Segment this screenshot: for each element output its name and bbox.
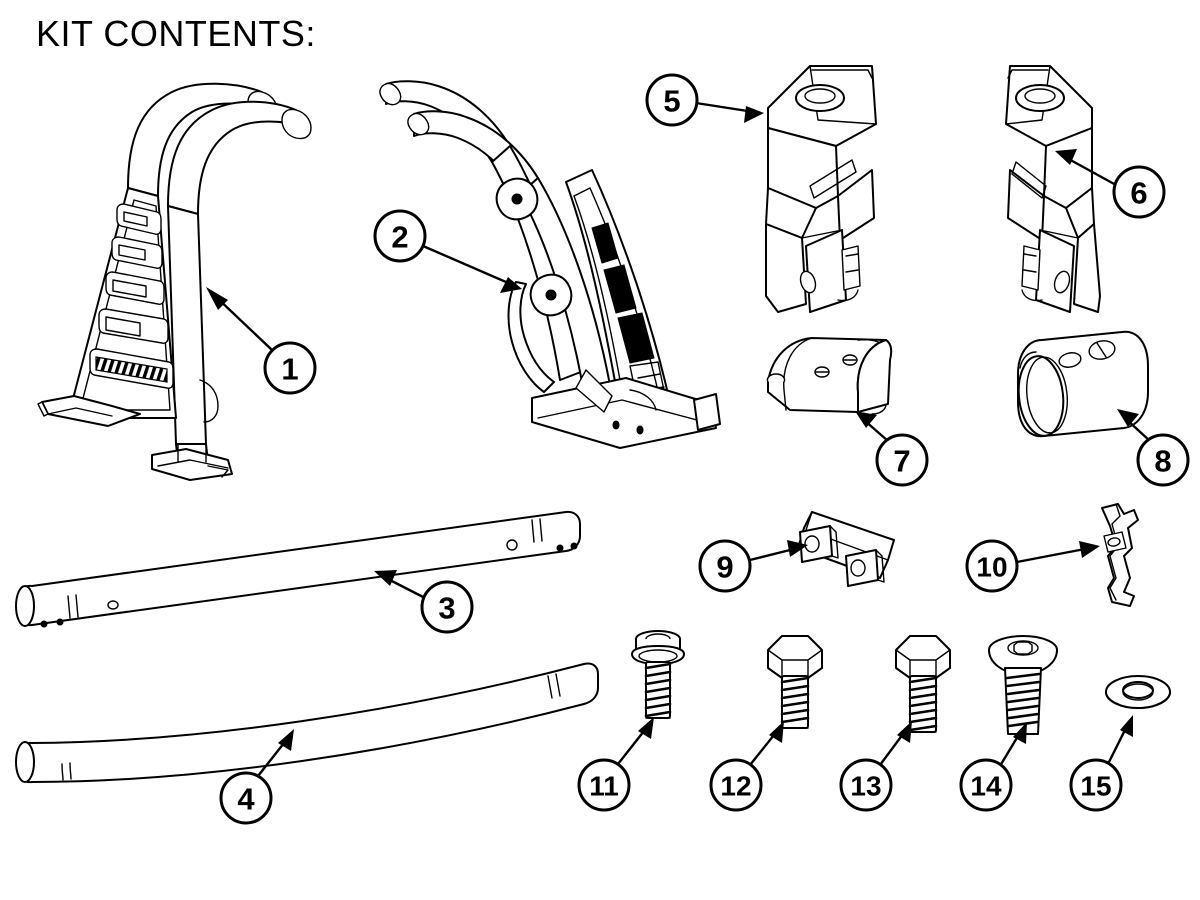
callout-circle-1[interactable] xyxy=(263,341,317,395)
page-title: KIT CONTENTS: xyxy=(36,13,316,54)
arrow-head-9 xyxy=(787,540,808,557)
callout-circle-7[interactable] xyxy=(875,433,929,487)
callout-circle-10[interactable] xyxy=(965,539,1019,593)
callout-circle-15[interactable] xyxy=(1069,758,1123,812)
arrow-head-1 xyxy=(206,287,228,310)
callout-7[interactable]: 7 xyxy=(875,433,929,487)
part-3-artwork xyxy=(15,510,581,628)
callout-10[interactable]: 10 xyxy=(965,539,1019,593)
callout-circle-3[interactable] xyxy=(420,580,474,634)
part-9-artwork xyxy=(797,511,895,587)
part-10-artwork xyxy=(1101,503,1139,607)
leader-line-2 xyxy=(421,244,515,287)
arrow-head-14 xyxy=(1013,722,1027,744)
arrow-head-11 xyxy=(638,717,654,739)
callout-label-8: 8 xyxy=(1154,444,1171,479)
part-11-artwork xyxy=(631,630,685,719)
callout-15[interactable]: 15 xyxy=(1069,758,1123,812)
callout-9[interactable]: 9 xyxy=(698,539,752,593)
callout-6[interactable]: 6 xyxy=(1112,165,1166,219)
thread-lines-14 xyxy=(1005,672,1041,728)
arrow-head-2 xyxy=(500,277,522,293)
arrow-head-15 xyxy=(1120,715,1133,737)
arrow-head-3 xyxy=(374,570,397,586)
part-8-artwork xyxy=(1017,330,1149,438)
part-2-artwork xyxy=(379,80,721,449)
part-5-artwork xyxy=(765,65,877,313)
part-12-artwork xyxy=(767,635,823,729)
callout-circle-12[interactable] xyxy=(709,758,763,812)
part-13-artwork xyxy=(895,635,951,733)
leader-line-5 xyxy=(694,101,756,114)
callout-label-14: 14 xyxy=(970,771,1002,802)
callout-label-13: 13 xyxy=(850,771,881,802)
callout-circle-14[interactable] xyxy=(959,758,1013,812)
callout-circle-11[interactable] xyxy=(577,758,631,812)
arrow-head-13 xyxy=(897,721,912,743)
callout-8[interactable]: 8 xyxy=(1136,433,1190,487)
thread-lines-12 xyxy=(780,676,810,724)
callout-11[interactable]: 11 xyxy=(577,758,631,812)
callout-label-6: 6 xyxy=(1130,176,1147,211)
arrow-head-5 xyxy=(744,106,764,123)
arrow-head-4 xyxy=(278,729,294,751)
leader-line-6 xyxy=(1063,155,1118,187)
callout-label-2: 2 xyxy=(391,220,408,255)
callout-circle-8[interactable] xyxy=(1136,433,1190,487)
part-15-artwork xyxy=(1105,675,1171,709)
callout-13[interactable]: 13 xyxy=(839,758,893,812)
leader-line-10 xyxy=(1015,546,1092,564)
arrow-head-12 xyxy=(769,721,784,743)
callout-label-4: 4 xyxy=(237,782,255,817)
callout-label-7: 7 xyxy=(893,444,910,479)
callout-circle-9[interactable] xyxy=(698,539,752,593)
callout-2[interactable]: 2 xyxy=(373,209,427,263)
part-7-artwork xyxy=(766,337,893,415)
arrow-head-7 xyxy=(855,411,877,428)
callout-circle-13[interactable] xyxy=(839,758,893,812)
part-1-artwork xyxy=(37,82,312,481)
callout-label-11: 11 xyxy=(589,771,619,802)
thread-lines-11 xyxy=(644,662,672,718)
leader-lines-group xyxy=(206,101,1152,778)
callout-label-15: 15 xyxy=(1080,771,1111,802)
callout-label-12: 12 xyxy=(720,771,751,802)
part-14-artwork xyxy=(988,635,1058,735)
callout-12[interactable]: 12 xyxy=(709,758,763,812)
callout-circle-5[interactable] xyxy=(645,73,699,127)
callout-label-9: 9 xyxy=(716,550,733,585)
callout-circle-4[interactable] xyxy=(219,771,273,825)
callout-14[interactable]: 14 xyxy=(959,758,1013,812)
thread-lines-13 xyxy=(908,676,938,732)
callout-label-3: 3 xyxy=(438,591,455,626)
callout-circle-2[interactable] xyxy=(373,209,427,263)
callout-3[interactable]: 3 xyxy=(420,580,474,634)
callout-4[interactable]: 4 xyxy=(219,771,273,825)
part-4-artwork xyxy=(15,662,599,784)
callout-5[interactable]: 5 xyxy=(645,73,699,127)
callout-label-10: 10 xyxy=(976,552,1007,583)
callout-label-5: 5 xyxy=(663,84,680,119)
arrow-head-6 xyxy=(1055,149,1077,165)
callout-1[interactable]: 1 xyxy=(263,341,317,395)
part-6-artwork xyxy=(1005,65,1101,313)
arrow-head-8 xyxy=(1117,409,1139,427)
arrow-head-10 xyxy=(1079,541,1100,558)
callout-circle-6[interactable] xyxy=(1112,165,1166,219)
callout-label-1: 1 xyxy=(281,352,298,387)
